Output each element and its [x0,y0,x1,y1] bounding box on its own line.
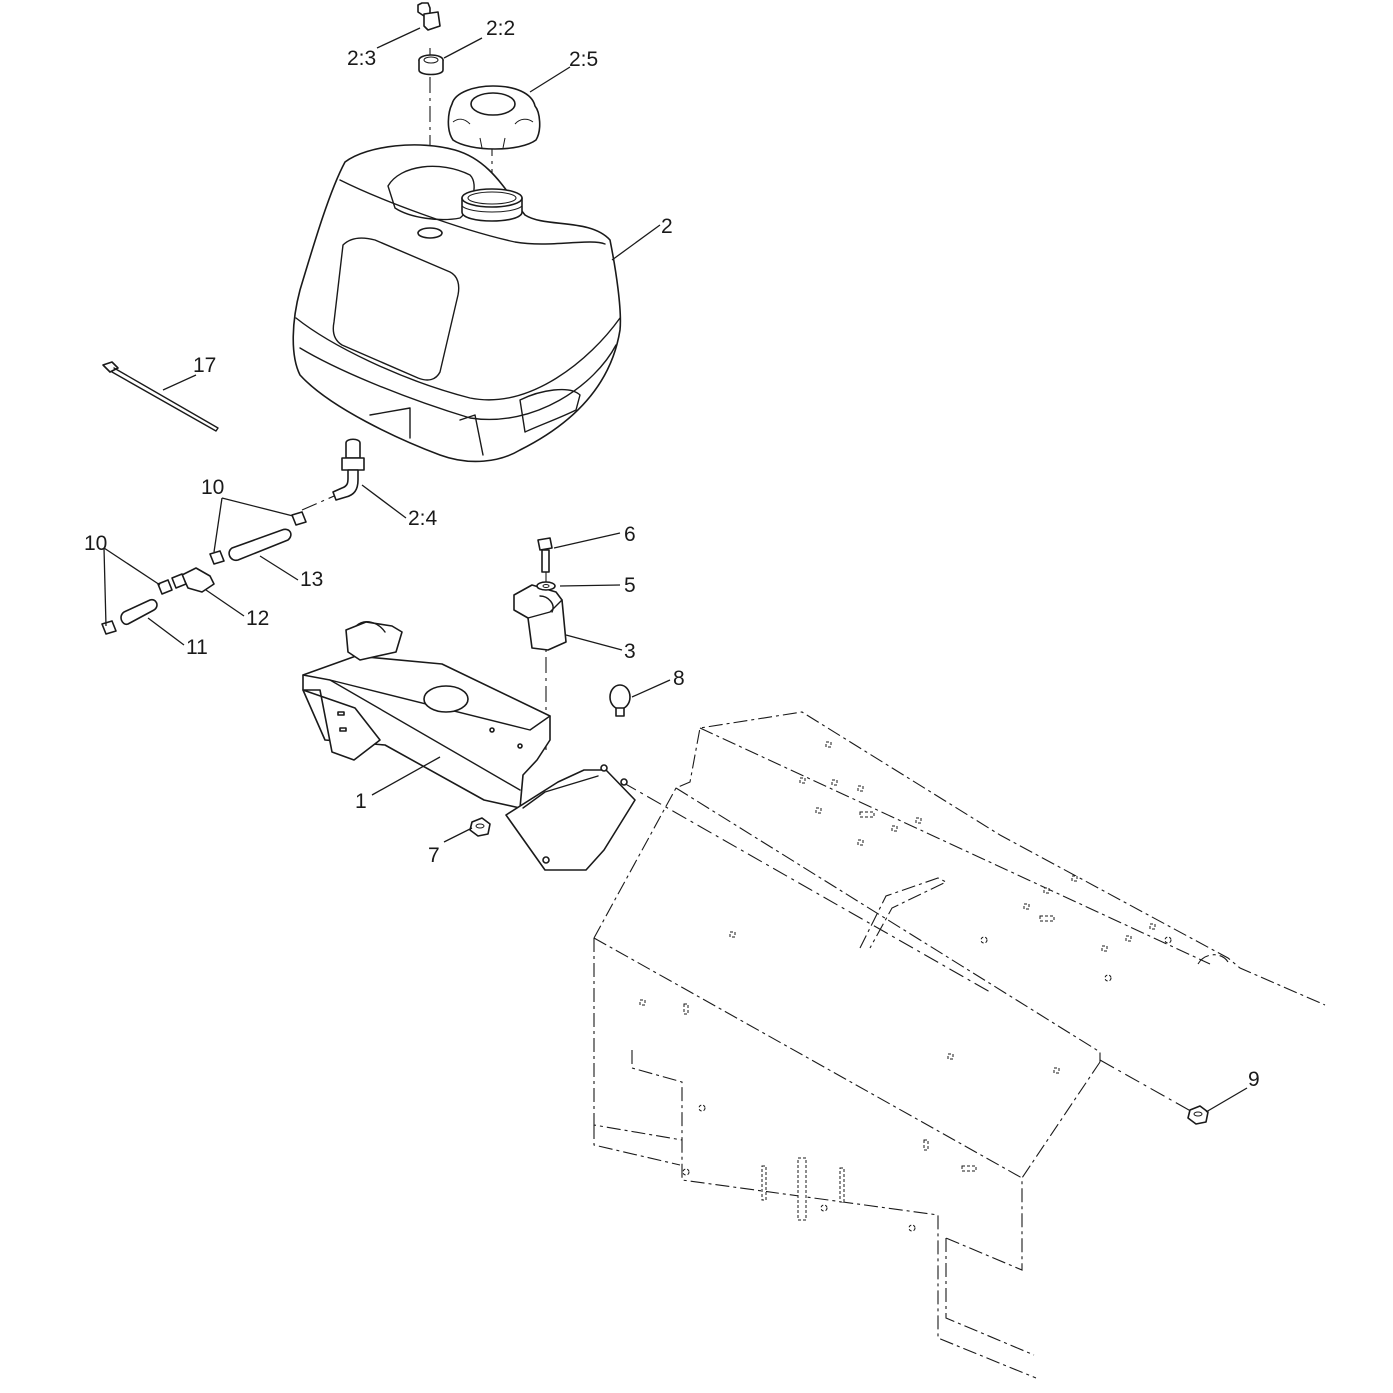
callout-13: 13 [300,568,323,591]
callout-8: 8 [673,667,685,690]
callout-7: 7 [428,844,440,867]
fuel-line-assembly [101,511,307,635]
callout-2-2: 2:2 [486,17,515,40]
callout-12: 12 [246,607,269,630]
fuel-outlet-elbow [332,438,365,501]
nut-9 [1187,1105,1209,1125]
callout-9: 9 [1248,1068,1260,1091]
callout-1: 1 [355,790,367,813]
washer [536,581,556,591]
callout-3: 3 [624,640,636,663]
callout-2-3: 2:3 [347,47,376,70]
callout-10-lower: 10 [84,532,107,555]
fuel-tank [292,144,622,463]
callout-2-5: 2:5 [569,48,598,71]
leader-lines [103,27,1248,1113]
callout-17: 17 [193,354,216,377]
bumper [609,684,631,717]
vent-fitting [417,2,441,31]
callout-5: 5 [624,574,636,597]
nut-7 [469,817,491,837]
grommet [418,54,444,76]
cable-tie [102,361,219,432]
phantom-frame [593,711,1326,1379]
callout-6: 6 [624,523,636,546]
callout-2: 2 [661,215,673,238]
callout-10-upper: 10 [201,476,224,499]
rubber-isolator [513,584,567,651]
tank-bracket [302,621,636,871]
callout-11: 11 [186,636,208,659]
fuel-cap [447,85,541,150]
bolt [537,537,553,573]
callout-2-4: 2:4 [408,507,438,530]
callout-labels: 2:3 2:2 2:5 2 17 10 2:4 10 13 12 11 6 5 … [84,17,1260,1091]
filler-neck [461,188,523,222]
